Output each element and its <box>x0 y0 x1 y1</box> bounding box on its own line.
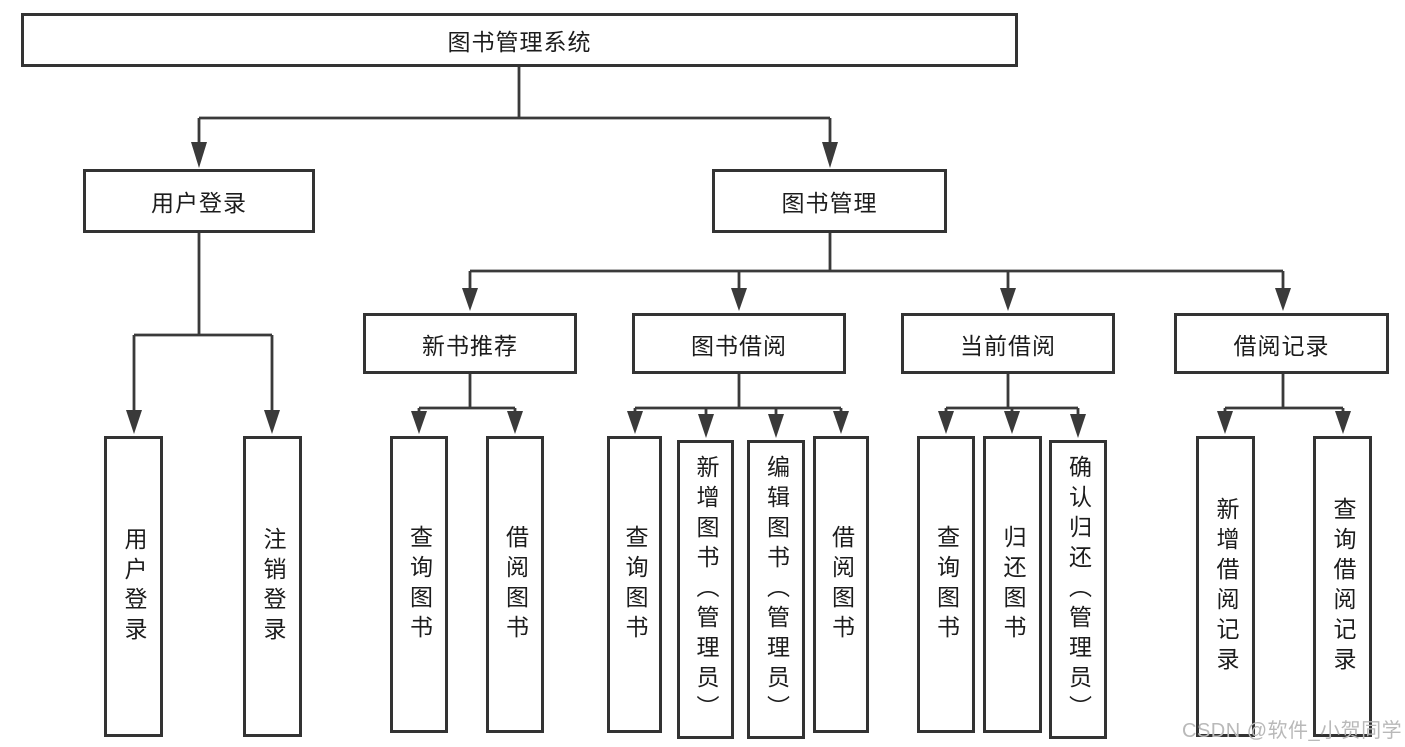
leaf-borrow-books-recommend: 借阅图书 <box>486 436 544 733</box>
leaf-query-books-borrowing: 查询图书 <box>607 436 662 733</box>
leaf-query-books-recommend: 查询图书 <box>390 436 448 733</box>
leaf-return-books: 归还图书 <box>983 436 1042 733</box>
leaf-add-books-admin: 新增图书（管理员） <box>677 440 734 739</box>
leaf-borrow-books-borrowing: 借阅图书 <box>813 436 869 733</box>
node-user-login: 用户登录 <box>83 169 315 233</box>
leaf-add-borrow-record: 新增借阅记录 <box>1196 436 1255 737</box>
watermark: CSDN @软件_小贺同学 <box>1182 720 1403 742</box>
node-new-book-recommend: 新书推荐 <box>363 313 577 374</box>
leaf-edit-books-admin: 编辑图书（管理员） <box>747 440 805 739</box>
connector-arrowheads <box>126 142 1351 438</box>
leaf-query-books-current: 查询图书 <box>917 436 975 733</box>
leaf-logout: 注销登录 <box>243 436 302 737</box>
leaf-query-borrow-record: 查询借阅记录 <box>1313 436 1372 737</box>
connector-strokes <box>132 67 1345 415</box>
node-root: 图书管理系统 <box>21 13 1018 67</box>
node-current-borrowing: 当前借阅 <box>901 313 1115 374</box>
node-book-borrowing: 图书借阅 <box>632 313 846 374</box>
leaf-user-login: 用户登录 <box>104 436 163 737</box>
node-book-management: 图书管理 <box>712 169 947 233</box>
leaf-confirm-return-admin: 确认归还（管理员） <box>1049 440 1107 739</box>
node-borrow-records: 借阅记录 <box>1174 313 1389 374</box>
